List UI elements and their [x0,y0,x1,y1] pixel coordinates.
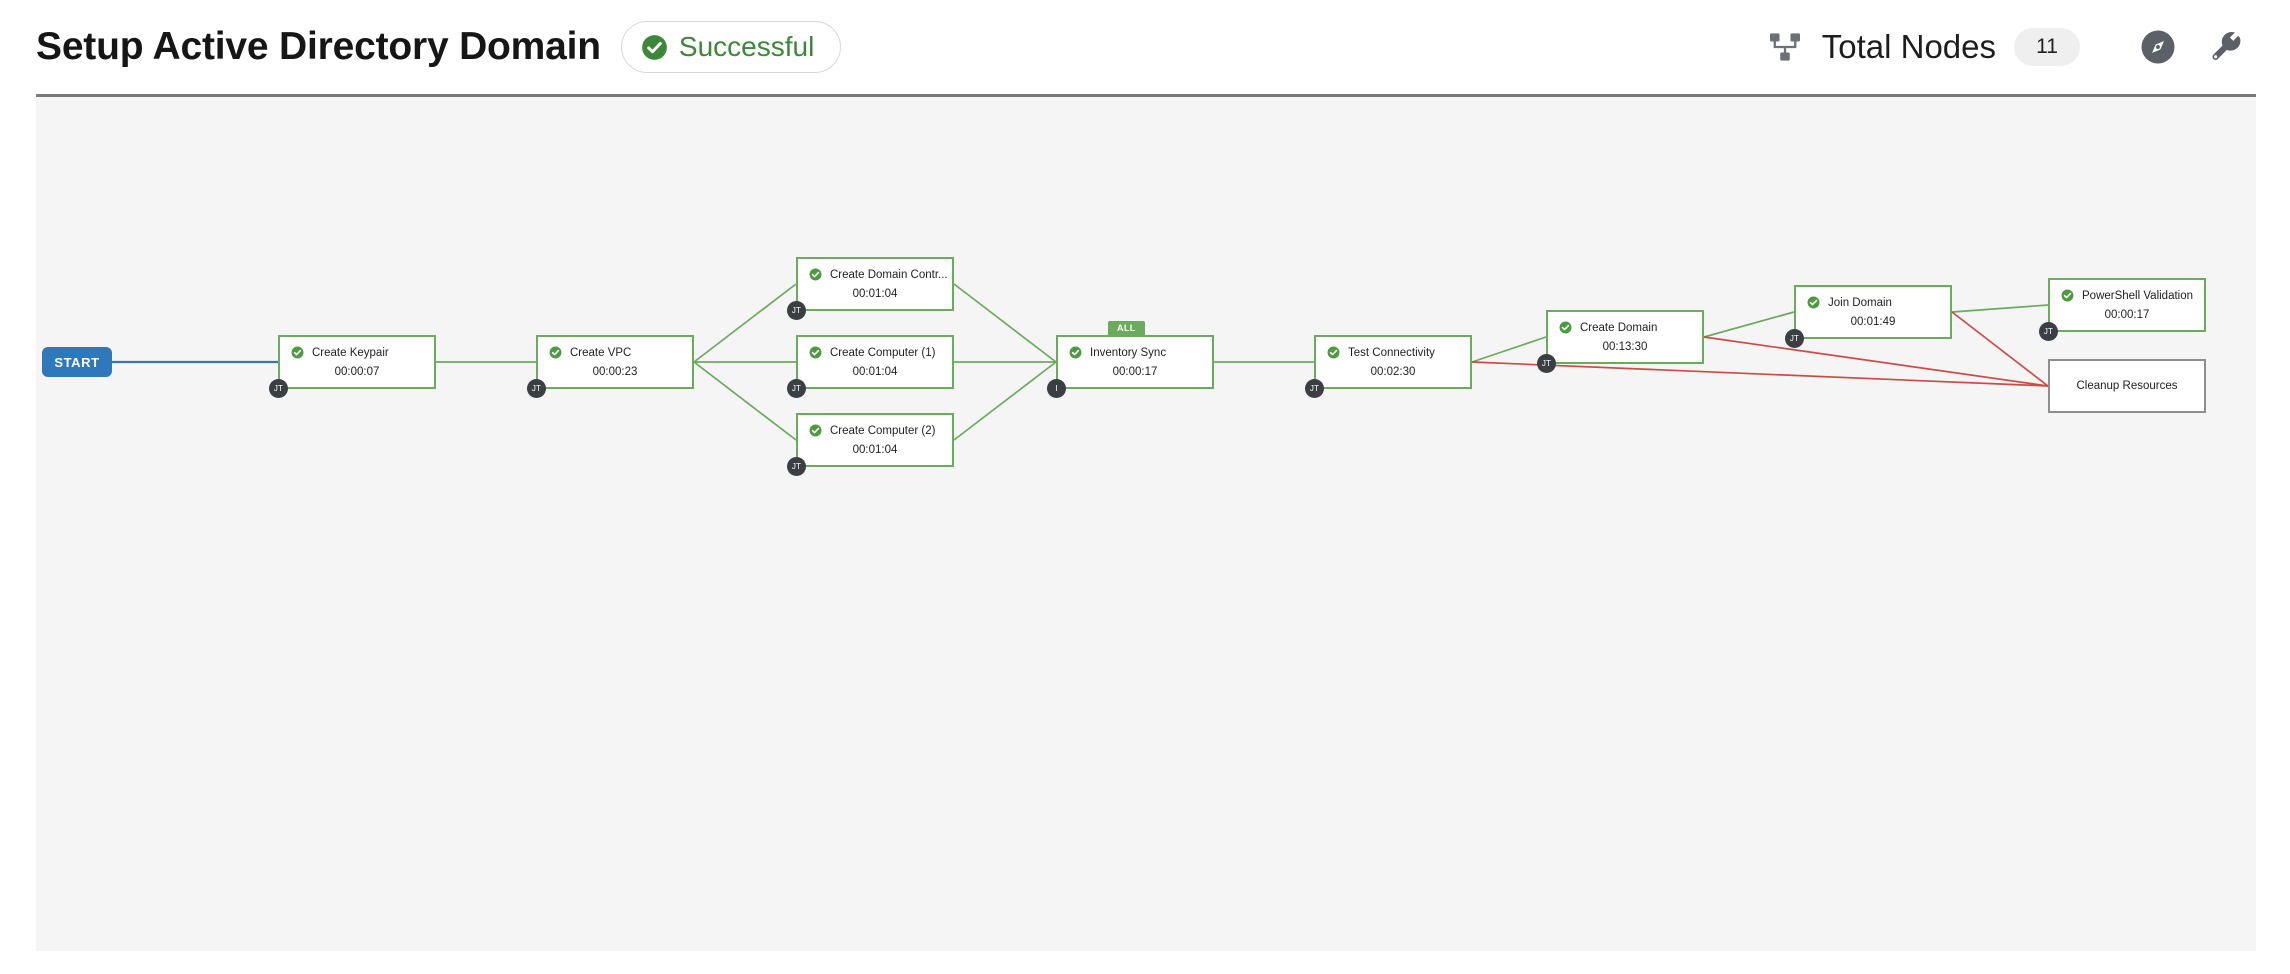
graph-node-cleanup-resources[interactable]: Cleanup Resources [2048,359,2206,413]
graph-node-create-vpc[interactable]: Create VPC 00:00:23 [536,335,694,389]
graph-node-join-domain[interactable]: Join Domain 00:01:49 [1794,285,1952,339]
avatar[interactable]: I [1047,379,1066,398]
node-title: PowerShell Validation [2082,289,2194,302]
avatar[interactable]: JT [1305,379,1324,398]
total-nodes-label: Total Nodes [1821,28,1996,65]
status-badge: Successful [620,21,842,73]
graph-edge [1471,336,1547,363]
avatar[interactable]: JT [787,379,806,398]
title-group: Setup Active Directory Domain Successful [36,21,842,73]
page-title: Setup Active Directory Domain [36,25,601,68]
header-actions: Total Nodes 11 [1768,27,2246,67]
node-header: Create Domain [1548,312,1702,334]
node-header: PowerShell Validation [2050,280,2204,302]
node-duration: 00:01:04 [852,444,898,456]
node-title: Cleanup Resources [2076,380,2178,392]
node-title: Create Keypair [312,346,389,359]
node-header: Inventory Sync [1058,337,1212,359]
node-title: Create Domain Contr... [830,268,948,281]
sitemap-icon [1768,32,1802,62]
check-circle-icon [809,346,822,359]
check-circle-icon [1327,346,1340,359]
node-duration: 00:01:04 [852,288,898,300]
check-circle-icon [549,346,562,359]
node-header: Join Domain [1796,287,1950,309]
graph-node-powershell-validation[interactable]: PowerShell Validation 00:00:17 [2048,278,2206,332]
node-header: Create Computer (2) [798,415,952,437]
graph-edges [112,283,2049,441]
graph-edge [693,361,797,441]
node-duration: 00:00:23 [592,366,638,378]
node-duration: 00:00:07 [334,366,380,378]
wrench-icon[interactable] [2206,27,2246,67]
node-duration: 00:01:49 [1850,316,1896,328]
node-header: Create Domain Contr... [798,259,952,281]
page-header: Setup Active Directory Domain Successful [0,0,2290,94]
total-nodes-count: 11 [2014,28,2080,66]
graph-edge [1703,336,2049,387]
node-duration: 00:00:17 [1112,366,1158,378]
node-header: Create Keypair [280,337,434,359]
node-title: Inventory Sync [1090,346,1167,359]
avatar[interactable]: JT [269,379,288,398]
node-scope-badge: ALL [1108,321,1145,336]
graph-edge [953,361,1057,441]
node-header: Create Computer (1) [798,337,952,359]
node-header: Test Connectivity [1316,337,1470,359]
graph-node-create-keypair[interactable]: Create Keypair 00:00:07 [278,335,436,389]
avatar[interactable]: JT [527,379,546,398]
avatar[interactable]: JT [787,301,806,320]
node-duration: 00:00:17 [2104,309,2150,321]
avatar[interactable]: JT [1537,354,1556,373]
node-title: Test Connectivity [1348,346,1435,359]
check-circle-icon [1807,296,1820,309]
graph-edge [693,283,797,363]
status-label: Successful [678,31,815,62]
node-title: Join Domain [1828,296,1892,309]
check-circle-icon [1559,321,1572,334]
check-circle-icon [1069,346,1082,359]
node-duration: 00:02:30 [1370,366,1416,378]
node-title: Create Domain [1580,321,1658,334]
check-circle-icon [809,268,822,281]
graph-node-create-domain-controller[interactable]: Create Domain Contr... 00:01:04 [796,257,954,311]
graph-node-inventory-sync[interactable]: Inventory Sync 00:00:17 [1056,335,1214,389]
avatar[interactable]: JT [2039,322,2058,341]
graph-node-create-computer-2[interactable]: Create Computer (2) 00:01:04 [796,413,954,467]
check-circle-icon [641,34,668,61]
graph-node-create-computer-1[interactable]: Create Computer (1) 00:01:04 [796,335,954,389]
node-title: Create VPC [570,346,632,359]
graph-node-test-connectivity[interactable]: Test Connectivity 00:02:30 [1314,335,1472,389]
node-duration: 00:01:04 [852,366,898,378]
check-circle-icon [809,424,822,437]
graph-edge [1951,304,2049,313]
graph-node-create-domain[interactable]: Create Domain 00:13:30 [1546,310,1704,364]
start-node[interactable]: START [42,347,112,377]
node-duration: 00:13:30 [1602,341,1648,353]
avatar[interactable]: JT [1785,329,1804,348]
node-header: Create VPC [538,337,692,359]
graph-edge [953,283,1057,363]
compass-icon[interactable] [2138,27,2178,67]
graph-edge [1703,311,1795,338]
graph-edge [1951,311,2049,387]
check-circle-icon [291,346,304,359]
graph-edge [1471,361,2049,387]
node-title: Create Computer (1) [830,346,936,359]
node-title: Create Computer (2) [830,424,936,437]
check-circle-icon [2061,289,2074,302]
avatar[interactable]: JT [787,457,806,476]
